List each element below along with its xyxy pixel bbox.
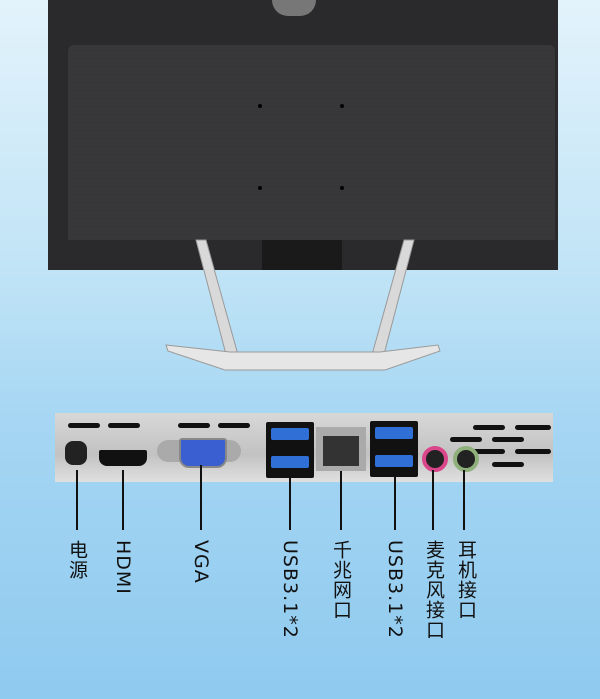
vent-slot [68,423,100,428]
ethernet-port [316,427,366,471]
vesa-hole [340,186,344,190]
vesa-hole [340,104,344,108]
label-mic: 麦克风接口 [423,540,445,640]
vent-slot [473,449,505,454]
brand-logo [272,0,316,16]
vent-slot [492,437,524,442]
label-usb-left: USB3.1*2 [279,540,301,639]
label-vga: VGA [190,540,212,584]
vent-slot [218,423,250,428]
hdmi-port [99,450,147,466]
label-headphone: 耳机接口 [455,540,477,620]
callout-line [76,470,78,530]
vent-slot [515,425,551,430]
callout-line [463,470,465,530]
headphone-jack [453,446,479,472]
label-power: 电源 [66,540,88,580]
callout-line [289,478,291,530]
vesa-hole [258,104,262,108]
label-usb-right: USB3.1*2 [384,540,406,639]
vga-port [179,438,227,468]
vent-slot [473,425,505,430]
label-ethernet: 千兆网口 [330,540,352,620]
vent-slot [108,423,140,428]
callout-line [432,470,434,530]
stand [165,239,441,371]
callout-line [340,471,342,530]
callout-line [394,477,396,530]
monitor-rear-panel [68,45,555,240]
usb-port-pair [266,422,314,478]
usb-port-pair [370,421,418,477]
vent-slot [515,449,551,454]
power-port [65,441,87,465]
stand-mount [262,240,342,270]
vent-slot [492,462,524,467]
callout-line [122,470,124,530]
callout-line [200,465,202,530]
vent-slot [450,437,482,442]
vesa-hole [258,186,262,190]
vent-slot [178,423,210,428]
mic-jack [422,446,448,472]
label-hdmi: HDMI [112,540,134,595]
